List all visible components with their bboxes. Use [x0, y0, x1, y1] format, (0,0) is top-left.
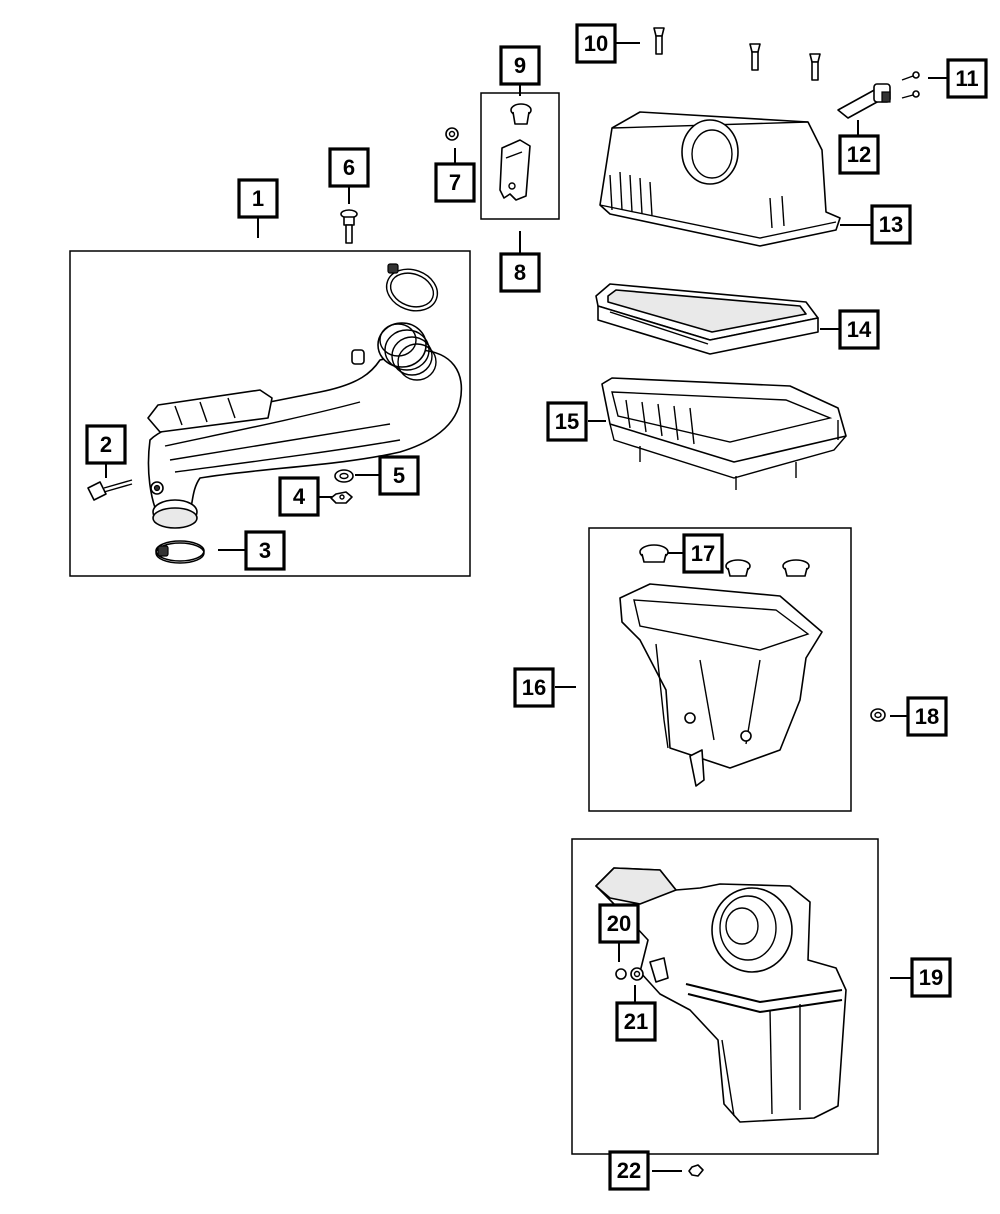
- grommet-7: [445, 127, 459, 141]
- callout-17: 17: [682, 533, 724, 574]
- callout-10-label: 10: [584, 31, 608, 56]
- callout-21-label: 21: [624, 1009, 648, 1034]
- callout-19-label: 19: [919, 965, 943, 990]
- air-box-assembly: [595, 867, 847, 1123]
- callout-6-label: 6: [343, 155, 355, 180]
- bracket-8: [499, 139, 531, 201]
- callout-15-label: 15: [555, 409, 579, 434]
- callout-3-label: 3: [259, 538, 271, 563]
- callout-1-label: 1: [252, 186, 264, 211]
- callout-16: 16: [513, 667, 555, 708]
- callout-6: 6: [328, 147, 370, 188]
- washer-21: [615, 967, 644, 981]
- callout-7: 7: [434, 162, 476, 203]
- screws-11: [901, 71, 920, 99]
- grommets-17: [639, 544, 810, 577]
- callout-5: 5: [378, 455, 420, 496]
- callout-11: 11: [946, 58, 988, 99]
- callout-9-label: 9: [514, 53, 526, 78]
- callout-13-label: 13: [879, 212, 903, 237]
- callout-22-label: 22: [617, 1158, 641, 1183]
- group-box-1: [69, 250, 471, 577]
- callout-8-label: 8: [514, 260, 526, 285]
- callout-13: 13: [870, 204, 912, 245]
- callout-12-label: 12: [847, 142, 871, 167]
- grommet-9: [510, 103, 532, 125]
- group-box-19: [571, 838, 879, 1155]
- air-box-cover: [599, 111, 841, 247]
- callout-14: 14: [838, 309, 880, 350]
- callout-16-label: 16: [522, 675, 546, 700]
- air-inlet-duct: [147, 263, 463, 529]
- lower-housing: [619, 583, 823, 787]
- callout-20: 20: [598, 903, 640, 944]
- grommet-5: [334, 469, 354, 483]
- hose-clamp: [155, 540, 205, 564]
- group-box-16: [588, 527, 852, 812]
- bolts-10: [653, 27, 821, 81]
- callout-22: 22: [608, 1150, 650, 1191]
- callout-4: 4: [278, 476, 320, 517]
- callout-18: 18: [906, 696, 948, 737]
- nut-22: [688, 1164, 704, 1177]
- air-filter: [595, 283, 819, 355]
- callout-17-label: 17: [691, 541, 715, 566]
- callout-10: 10: [575, 23, 617, 64]
- callout-2-label: 2: [100, 432, 112, 457]
- nut-4: [330, 491, 353, 504]
- callout-12: 12: [838, 134, 880, 175]
- callout-21: 21: [615, 1001, 657, 1042]
- callout-2: 2: [85, 424, 127, 465]
- leader-lines: [105, 42, 948, 1172]
- air-box-tray: [601, 377, 847, 490]
- callout-20-label: 20: [607, 911, 631, 936]
- callout-5-label: 5: [393, 463, 405, 488]
- temp-sensor: [87, 479, 133, 501]
- callout-8: 8: [499, 252, 541, 293]
- bolt-6: [340, 209, 358, 244]
- callout-11-label: 11: [955, 66, 978, 91]
- callout-15: 15: [546, 401, 588, 442]
- callout-3: 3: [244, 530, 286, 571]
- callout-4-label: 4: [293, 484, 306, 509]
- callout-14-label: 14: [847, 317, 872, 342]
- nut-18: [870, 708, 886, 722]
- callout-18-label: 18: [915, 704, 939, 729]
- callout-19: 19: [910, 957, 952, 998]
- callout-1: 1: [237, 178, 279, 219]
- maf-sensor: [837, 83, 891, 119]
- callout-9: 9: [499, 45, 541, 86]
- callout-7-label: 7: [449, 170, 461, 195]
